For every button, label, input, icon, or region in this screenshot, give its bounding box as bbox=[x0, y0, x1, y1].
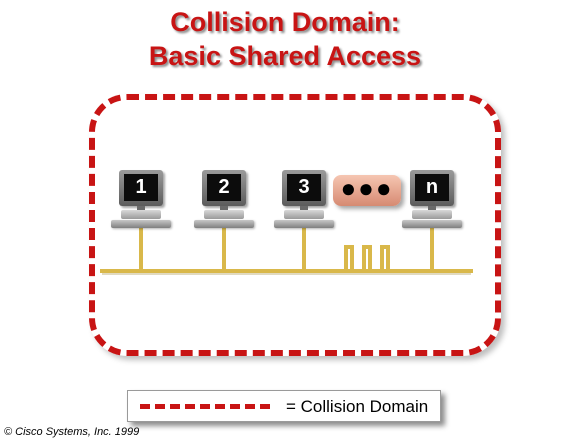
title-line-2: Basic Shared Access bbox=[148, 41, 422, 71]
keyboard bbox=[111, 220, 171, 228]
keyboard bbox=[194, 220, 254, 228]
keyboard bbox=[402, 220, 462, 228]
computer-label: 1 bbox=[124, 174, 158, 201]
drop-stub-1 bbox=[344, 245, 354, 273]
monitor: 2 bbox=[202, 170, 246, 206]
title-line-1: Collision Domain: bbox=[170, 7, 400, 37]
computer-label: 2 bbox=[207, 174, 241, 201]
computer-1: 1 bbox=[109, 170, 173, 230]
legend-label: = Collision Domain bbox=[286, 397, 429, 416]
collision-domain-boundary bbox=[89, 94, 501, 356]
more-hosts-ellipsis: ●●● bbox=[333, 175, 401, 206]
keyboard bbox=[274, 220, 334, 228]
drop-stub-2 bbox=[362, 245, 372, 273]
drop-stub-3 bbox=[380, 245, 390, 273]
monitor: n bbox=[410, 170, 454, 206]
computer-n: n bbox=[400, 170, 464, 230]
legend: = Collision Domain bbox=[127, 390, 441, 422]
monitor: 1 bbox=[119, 170, 163, 206]
copyright-notice: © Cisco Systems, Inc. 1999 bbox=[4, 426, 140, 438]
monitor: 3 bbox=[282, 170, 326, 206]
legend-dashed-line bbox=[140, 404, 270, 409]
computer-label: 3 bbox=[287, 174, 321, 201]
computer-2: 2 bbox=[192, 170, 256, 230]
computer-3: 3 bbox=[272, 170, 336, 230]
computer-label: n bbox=[415, 174, 449, 201]
